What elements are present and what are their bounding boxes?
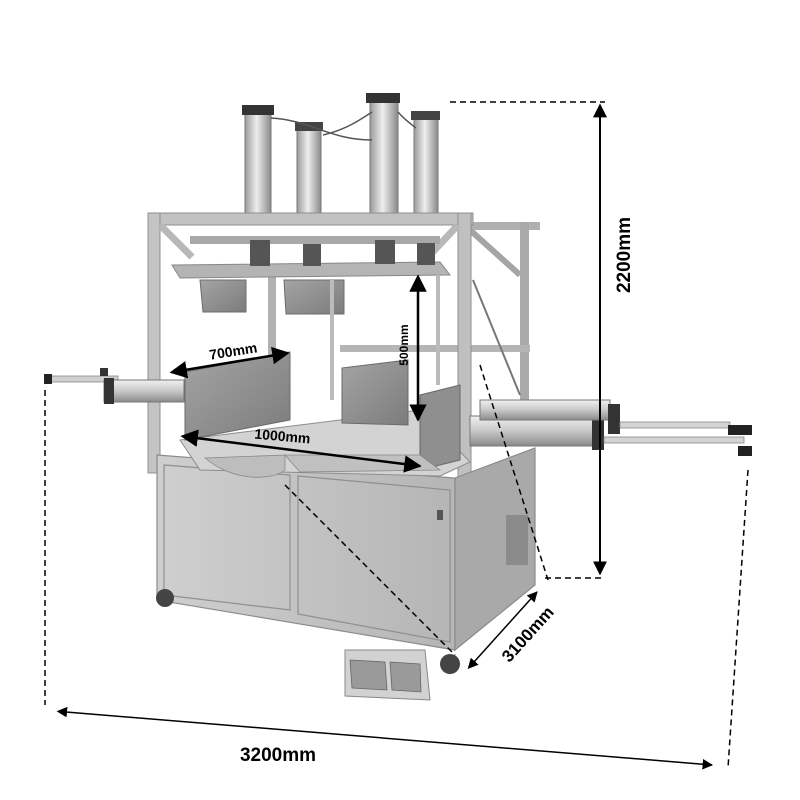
height-dimension-label: 2200mm [614,217,635,293]
stroke-height-label: 500mm [397,324,411,365]
depth-dimension-label: 3100mm [498,603,558,666]
left-side-cylinder [44,368,185,404]
table-width-label: 1000mm [254,426,311,447]
foot-pedal [344,649,431,701]
table-depth-label: 700mm [208,339,258,362]
width-dimension-label: 3200mm [240,745,316,766]
machine-cabinet [156,447,536,674]
worktable [179,351,471,478]
right-side-cylinders [469,399,752,456]
press-heads [171,240,521,400]
rear-frame [268,222,540,412]
dimension-lines [44,101,749,770]
top-cylinders [242,93,440,219]
